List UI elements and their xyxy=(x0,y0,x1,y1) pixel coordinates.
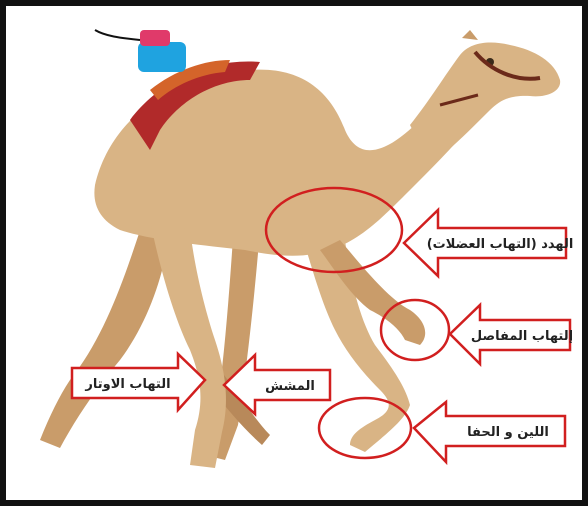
label-feet: اللين و الحفا xyxy=(467,425,549,440)
arrow-muscles: الهدد (التهاب العضلات) xyxy=(404,210,573,276)
label-tendons: التهاب الاوتار xyxy=(84,377,170,392)
label-joints: إلتهاب المفاصل xyxy=(471,329,573,344)
label-muscles: الهدد (التهاب العضلات) xyxy=(427,237,574,252)
robot-jockey xyxy=(138,42,186,72)
label-cramp: المشش xyxy=(265,379,315,394)
arrow-feet: اللين و الحفا xyxy=(414,402,565,462)
arrow-joints: إلتهاب المفاصل xyxy=(450,305,573,364)
